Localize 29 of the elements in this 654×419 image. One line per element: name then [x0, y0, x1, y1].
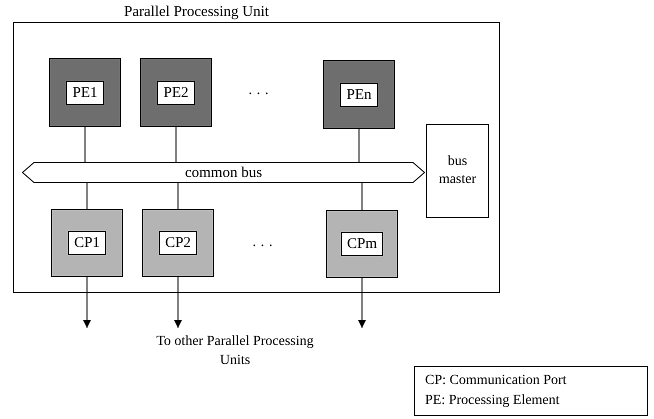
unit-title: Parallel Processing Unit: [124, 3, 269, 22]
ellipsis: · · ·: [252, 238, 273, 256]
processing-element-box: [140, 58, 212, 127]
processing-element-box: [323, 60, 395, 129]
bus-label: common bus: [184, 164, 262, 182]
abbreviation-text: CP: Communication Port: [425, 372, 568, 390]
communication-port-box: [51, 209, 123, 277]
communication-port-box: [326, 210, 398, 278]
element-label: PE2: [157, 80, 194, 104]
element-label: CPm: [340, 232, 383, 256]
connector-line: [358, 128, 360, 162]
element-label: CP1: [68, 231, 106, 255]
ellipsis: · · ·: [248, 86, 269, 104]
arrow: [174, 276, 182, 328]
bus-master-box: [426, 124, 489, 218]
abbreviation-text: PE: Processing Element: [425, 392, 561, 410]
destination-note: To other Parallel Processing Units: [155, 333, 315, 370]
connector-line: [84, 126, 86, 162]
element-label: CP2: [159, 231, 197, 255]
processing-element-box: [49, 58, 121, 127]
connector-line: [86, 182, 88, 210]
abbreviation-box: [414, 366, 648, 416]
bus-master-label: bus master: [438, 153, 478, 189]
communication-port-box: [142, 209, 214, 277]
arrow: [83, 276, 91, 328]
arrow: [358, 278, 366, 328]
element-label: PEn: [340, 82, 378, 106]
element-label: PE1: [66, 80, 104, 104]
bus-shape: [22, 162, 425, 183]
